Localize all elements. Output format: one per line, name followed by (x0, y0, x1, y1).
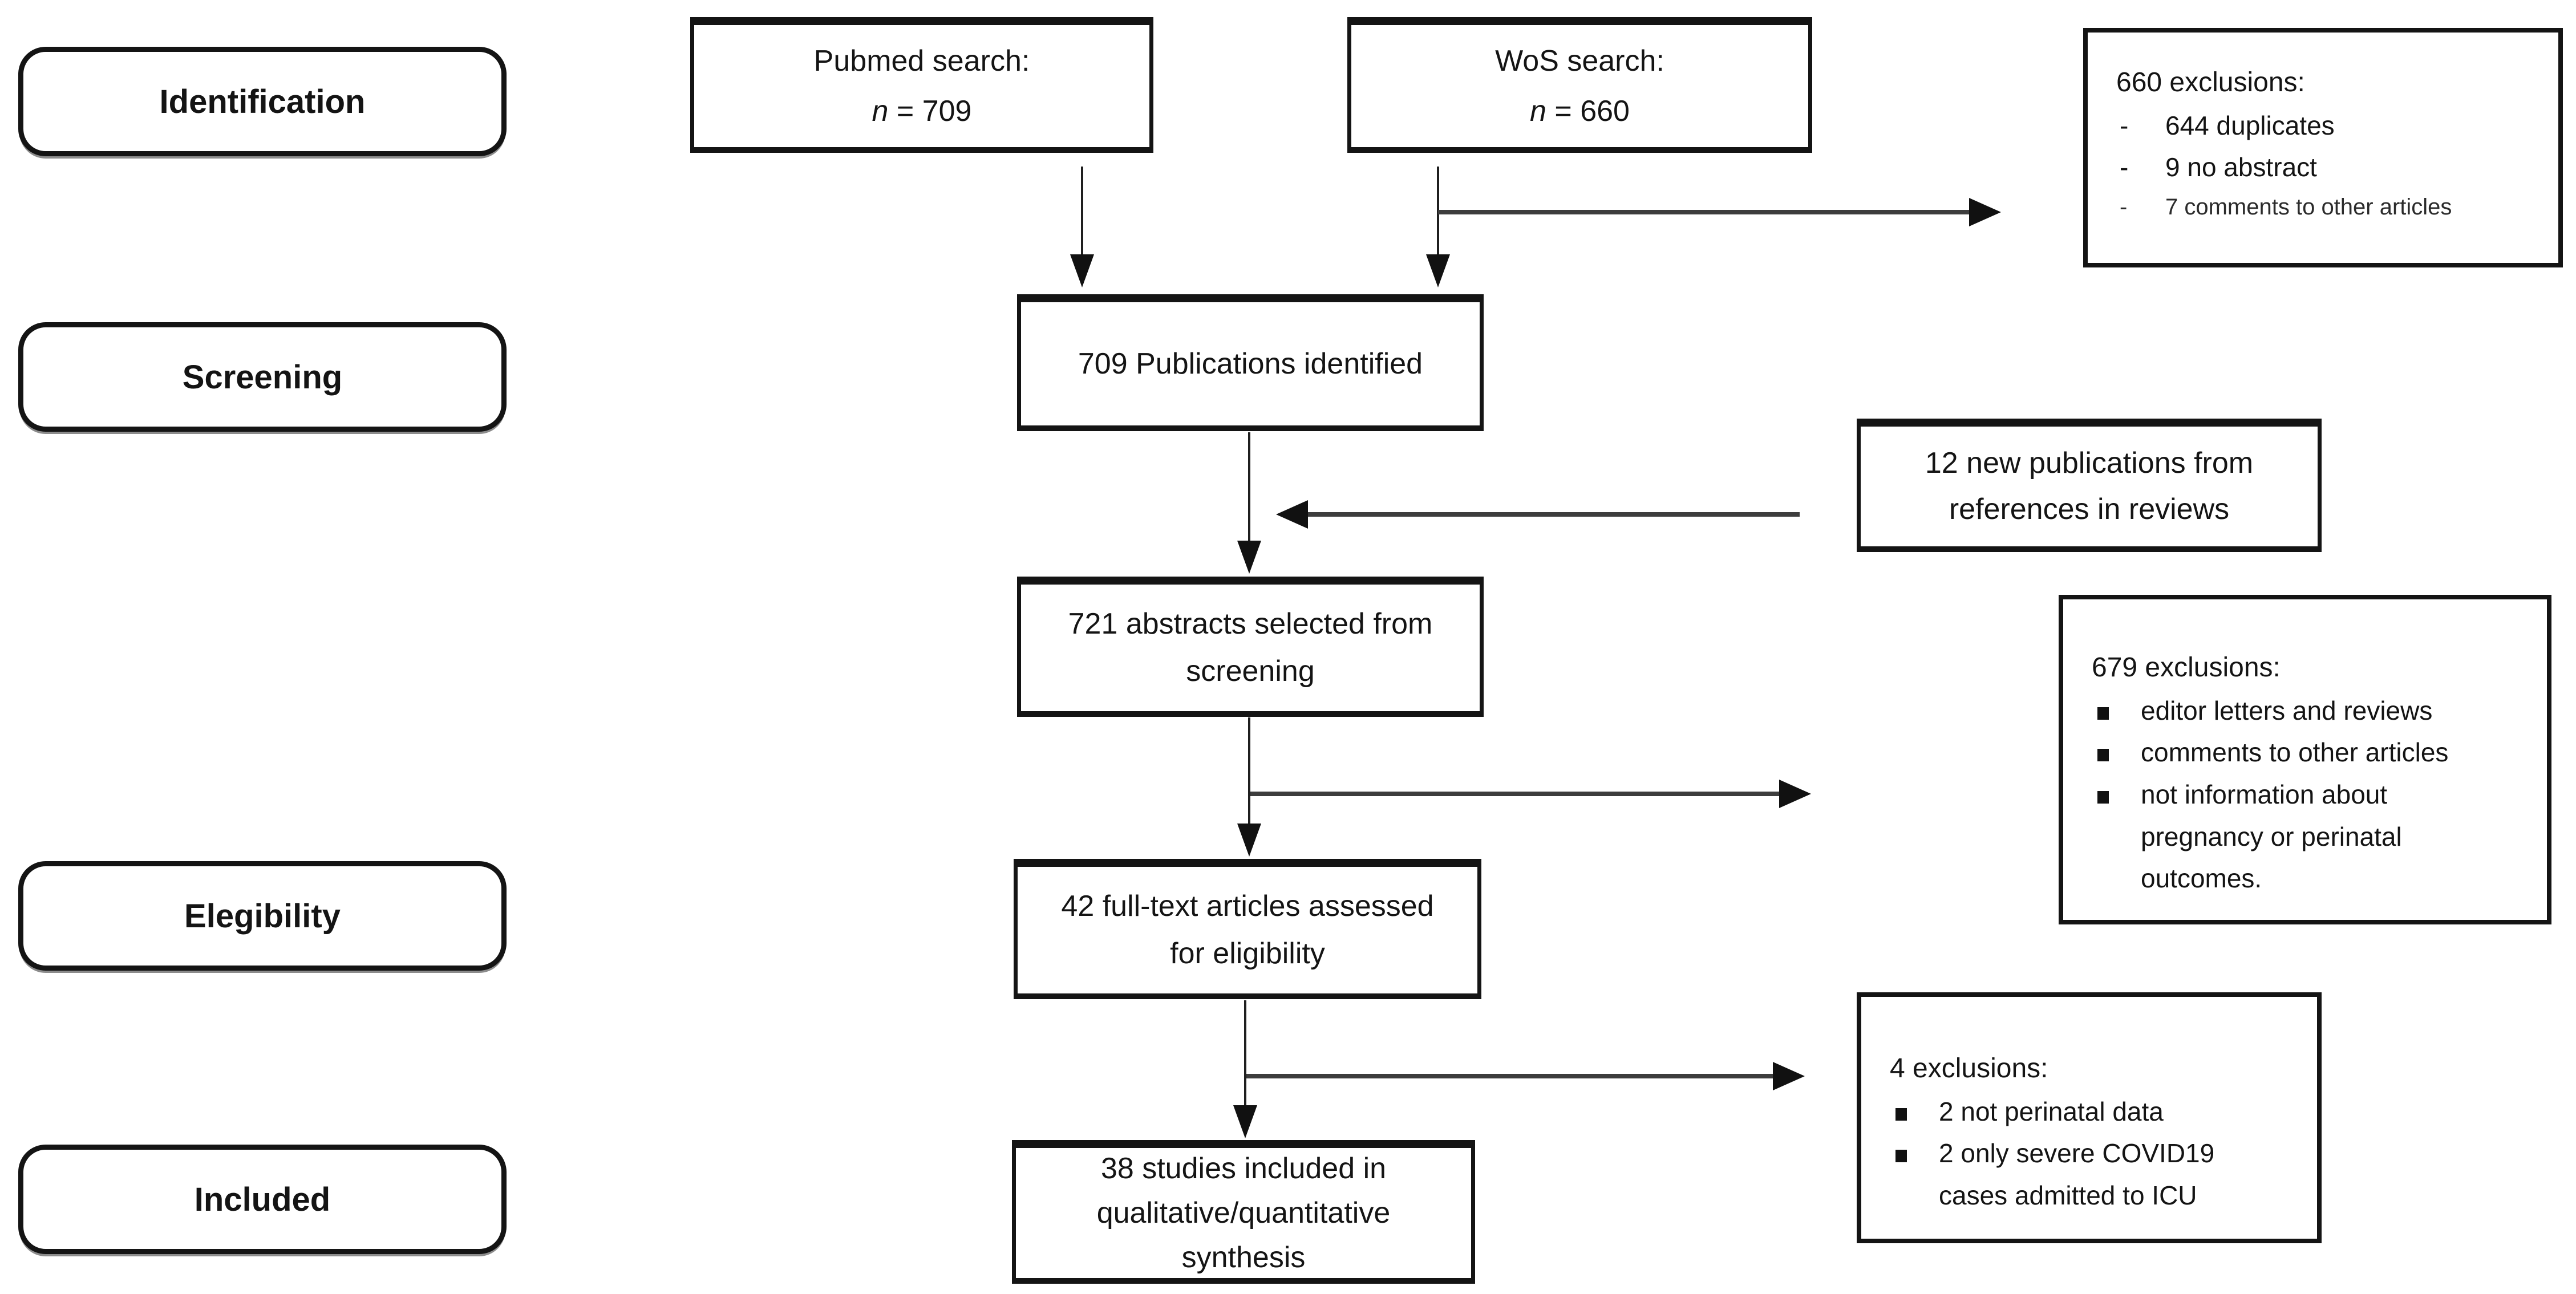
arrow-branch-to-exclusions-679 (1250, 779, 1811, 809)
arrow-shaft (1306, 512, 1800, 517)
bullet-text: 644 duplicates (2165, 110, 2335, 140)
arrow-head-left-icon (1276, 500, 1308, 529)
box-line: qualitative/quantitative (1096, 1196, 1391, 1230)
exclusions-title: 660 exclusions: (2116, 67, 2305, 98)
box-line-n: n = 660 (1530, 86, 1630, 136)
bullet-text: comments to other articles (2141, 737, 2449, 768)
stage-label: Elegibility (184, 897, 341, 935)
box-publications-identified: 709 Publications identified (1017, 294, 1484, 431)
arrow-shaft (1438, 210, 1971, 214)
square-bullet-icon (2085, 732, 2141, 774)
bullet-item: - 9 no abstract (2109, 147, 2536, 189)
box-studies-included: 38 studies included in qualitative/quant… (1012, 1140, 1475, 1284)
bullet-item: 2 not perinatal data (1883, 1091, 2283, 1133)
box-wos-search: WoS search: n = 660 (1347, 17, 1812, 153)
box-line: references in reviews (1949, 493, 2230, 526)
dash-bullet: - (2120, 110, 2129, 140)
stage-pill-included: Included (18, 1145, 507, 1254)
bullet-text: 2 only severe COVID19 cases admitted to … (1939, 1138, 2215, 1210)
arrow-shaft (1081, 167, 1083, 255)
arrow-pubmed-to-identified (1070, 167, 1095, 287)
n-symbol: n (872, 95, 889, 128)
stage-label: Screening (182, 358, 343, 396)
box-new-publications-from-references: 12 new publications from references in r… (1857, 419, 2322, 552)
n-value: = 660 (1546, 95, 1630, 128)
arrow-shaft (1250, 792, 1781, 796)
box-line: screening (1186, 655, 1315, 688)
dash-bullet: - (2120, 194, 2128, 220)
bullet-item: comments to other articles (2085, 732, 2507, 774)
box-line: for eligibility (1170, 937, 1325, 970)
bullet-text: 7 comments to other articles (2165, 194, 2452, 220)
arrow-head-right-icon (1773, 1062, 1805, 1090)
square-bullet-icon (1883, 1133, 1939, 1175)
box-line: WoS search: (1495, 44, 1664, 78)
arrow-branch-to-exclusions-4 (1246, 1061, 1805, 1091)
arrow-head-right-icon (1969, 198, 2001, 226)
box-line: 42 full-text articles assessed (1061, 889, 1434, 923)
arrow-shaft (1248, 717, 1250, 825)
bullet-text: 9 no abstract (2165, 152, 2317, 182)
box-exclusions-4: 4 exclusions: 2 not perinatal data 2 onl… (1857, 992, 2322, 1243)
exclusions-title: 4 exclusions: (1890, 1053, 2048, 1084)
stage-label: Included (194, 1181, 331, 1218)
bullet-text: editor letters and reviews (2141, 695, 2433, 725)
box-pubmed-search: Pubmed search: n = 709 (690, 17, 1153, 153)
arrow-shaft (1246, 1074, 1775, 1078)
arrow-shaft (1244, 1000, 1246, 1106)
bullet-item: 2 only severe COVID19 cases admitted to … (1883, 1133, 2283, 1216)
arrow-head-down-icon (1070, 254, 1094, 287)
arrow-identified-to-abstracts (1237, 432, 1262, 574)
bullet-item: - 7 comments to other articles (2109, 189, 2536, 225)
box-line: 12 new publications from (1925, 447, 2254, 480)
n-value: = 709 (888, 95, 972, 128)
box-line: 709 Publications identified (1078, 347, 1423, 380)
box-line: 38 studies included in (1100, 1152, 1387, 1185)
stage-pill-eligibility: Elegibility (18, 861, 507, 971)
arrow-fulltext-to-included (1233, 1000, 1258, 1138)
stage-pill-screening: Screening (18, 322, 507, 432)
box-line: synthesis (1181, 1241, 1306, 1274)
arrow-shaft (1248, 432, 1250, 542)
stage-pill-identification: Identification (18, 47, 507, 156)
arrow-head-down-icon (1237, 824, 1261, 857)
arrow-head-down-icon (1237, 541, 1261, 574)
bullet-text: not information about pregnancy or perin… (2141, 779, 2402, 894)
bullet-item: not information about pregnancy or perin… (2085, 774, 2507, 900)
arrow-new-refs-into-flow (1276, 500, 1800, 529)
square-bullet-icon (2085, 690, 2141, 732)
box-abstracts-selected: 721 abstracts selected from screening (1017, 577, 1484, 717)
box-line: 721 abstracts selected from (1068, 607, 1433, 640)
arrow-branch-to-exclusions-660 (1438, 197, 2001, 227)
square-bullet-icon (2085, 774, 2141, 816)
bullet-text: 2 not perinatal data (1939, 1096, 2164, 1126)
arrow-abstracts-to-fulltext (1237, 717, 1262, 857)
box-line: Pubmed search: (813, 44, 1030, 78)
bullet-item: editor letters and reviews (2085, 690, 2507, 732)
arrow-head-down-icon (1233, 1105, 1257, 1138)
box-fulltext-assessed: 42 full-text articles assessed for eligi… (1014, 859, 1481, 999)
square-bullet-icon (1883, 1091, 1939, 1133)
box-exclusions-660: 660 exclusions: - 644 duplicates - 9 no … (2083, 28, 2563, 267)
arrow-wos-to-identified (1425, 167, 1451, 287)
exclusions-title: 679 exclusions: (2092, 652, 2281, 683)
arrow-head-down-icon (1426, 254, 1450, 287)
n-symbol: n (1530, 95, 1546, 128)
box-line-n: n = 709 (872, 86, 972, 136)
bullet-item: - 644 duplicates (2109, 105, 2536, 147)
arrow-head-right-icon (1779, 780, 1811, 808)
box-exclusions-679: 679 exclusions: editor letters and revie… (2059, 595, 2551, 924)
stage-label: Identification (159, 83, 366, 120)
dash-bullet: - (2120, 152, 2129, 182)
